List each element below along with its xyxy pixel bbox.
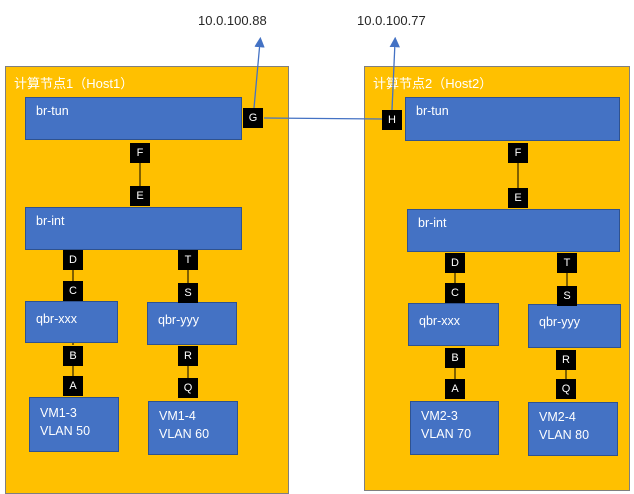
host2-port-a[interactable]: A xyxy=(445,379,465,399)
host2-port-h[interactable]: H xyxy=(382,110,402,130)
host1-port-d[interactable]: D xyxy=(63,250,83,270)
host1-port-c[interactable]: C xyxy=(63,281,83,301)
host2-port-q[interactable]: Q xyxy=(556,379,576,399)
host2-qbr-yyy-label: qbr-yyy xyxy=(539,315,580,329)
host2-br-int-label: br-int xyxy=(418,216,447,230)
host2-vm2-3[interactable]: VM2-3 VLAN 70 xyxy=(410,401,499,455)
host2-vm2-4-vlan: VLAN 80 xyxy=(539,428,590,442)
host2-port-e[interactable]: E xyxy=(508,188,528,208)
host1-port-r[interactable]: R xyxy=(178,346,198,366)
host2-port-r[interactable]: R xyxy=(556,350,576,370)
host1-br-int-label: br-int xyxy=(36,214,65,228)
host2-port-s[interactable]: S xyxy=(557,286,577,306)
host2-port-f[interactable]: F xyxy=(508,143,528,163)
host2-port-t[interactable]: T xyxy=(557,253,577,273)
host2-vm2-3-name: VM2-3 xyxy=(421,409,458,423)
host2-ip-label: 10.0.100.77 xyxy=(357,13,426,28)
host2-port-b[interactable]: B xyxy=(445,348,465,368)
host1-qbr-xxx[interactable]: qbr-xxx xyxy=(25,301,118,343)
host1-port-s[interactable]: S xyxy=(178,283,198,303)
host1-title: 计算节点1（Host1） xyxy=(14,76,134,91)
host2-qbr-xxx[interactable]: qbr-xxx xyxy=(408,303,499,346)
host1-vm1-3[interactable]: VM1-3 VLAN 50 xyxy=(29,397,119,452)
host1-vm1-4[interactable]: VM1-4 VLAN 60 xyxy=(148,401,238,455)
host2-qbr-xxx-label: qbr-xxx xyxy=(419,314,460,328)
host1-ip-label: 10.0.100.88 xyxy=(198,13,267,28)
host1-port-t[interactable]: T xyxy=(178,250,198,270)
host2-vm2-4-name: VM2-4 xyxy=(539,410,576,424)
host1-qbr-yyy-label: qbr-yyy xyxy=(158,313,199,327)
host1-br-tun[interactable]: br-tun xyxy=(25,97,242,140)
host2-vm2-3-vlan: VLAN 70 xyxy=(421,427,472,441)
host2-br-tun[interactable]: br-tun xyxy=(405,97,620,141)
host1-vm1-4-name: VM1-4 xyxy=(159,409,196,423)
host2-vm2-4[interactable]: VM2-4 VLAN 80 xyxy=(528,402,618,456)
host1-qbr-yyy[interactable]: qbr-yyy xyxy=(147,302,237,345)
host2-qbr-yyy[interactable]: qbr-yyy xyxy=(528,304,621,348)
host1-port-e[interactable]: E xyxy=(130,186,150,206)
host1-port-b[interactable]: B xyxy=(63,346,83,366)
host1-vm1-3-name: VM1-3 xyxy=(40,406,77,420)
host1-br-tun-label: br-tun xyxy=(36,104,69,118)
host2-port-c[interactable]: C xyxy=(445,283,465,303)
host1-br-int[interactable]: br-int xyxy=(25,207,242,250)
host2-br-tun-label: br-tun xyxy=(416,104,449,118)
host1-vm1-3-vlan: VLAN 50 xyxy=(40,424,91,438)
host2-br-int[interactable]: br-int xyxy=(407,209,620,252)
host1-qbr-xxx-label: qbr-xxx xyxy=(36,312,77,326)
host1-vm1-4-vlan: VLAN 60 xyxy=(159,427,210,441)
host1-port-f[interactable]: F xyxy=(130,143,150,163)
host1-port-q[interactable]: Q xyxy=(178,378,198,398)
host1-port-a[interactable]: A xyxy=(63,376,83,396)
host1-port-g[interactable]: G xyxy=(243,108,263,128)
host2-title: 计算节点2（Host2） xyxy=(373,76,493,91)
host2-port-d[interactable]: D xyxy=(445,253,465,273)
